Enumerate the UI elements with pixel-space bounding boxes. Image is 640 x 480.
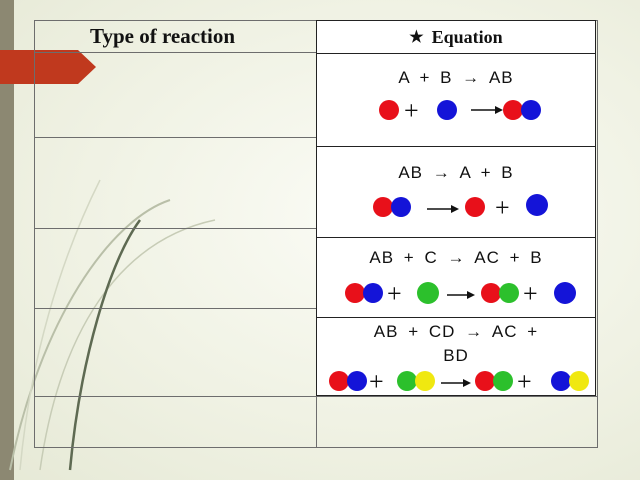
plus-sign: +	[495, 193, 510, 222]
molecule-diagram: +	[379, 96, 541, 125]
equation-text: AB → A + B	[398, 163, 514, 182]
equation-header: ★ Equation	[317, 21, 595, 54]
plus-sign: +	[404, 96, 419, 125]
arrow-tab-icon	[0, 50, 96, 84]
red-atom	[475, 371, 495, 391]
red-atom	[481, 283, 501, 303]
equation-row-4: AB + CD → AC + BD + +	[317, 317, 595, 395]
equation-text: A + B → AB	[398, 68, 514, 87]
green-atom	[499, 283, 519, 303]
table-line	[34, 308, 316, 309]
equation-text-line-2: BD	[443, 346, 469, 365]
green-atom	[493, 371, 513, 391]
reaction-arrowhead	[467, 291, 475, 299]
yellow-atom	[415, 371, 435, 391]
plus-sign: +	[369, 367, 384, 395]
equation-header-label: Equation	[431, 26, 503, 47]
equation-text: AB + C → AC + B	[369, 248, 543, 267]
equation-row-1: A + B → AB +	[317, 53, 595, 147]
red-atom	[345, 283, 365, 303]
equation-row-3: AB + C → AC + B + +	[317, 237, 595, 318]
blue-atom	[437, 100, 457, 120]
red-atom	[379, 100, 399, 120]
blue-atom	[551, 371, 571, 391]
blue-atom	[554, 282, 576, 304]
blue-atom	[391, 197, 411, 217]
blue-atom	[526, 194, 548, 216]
molecule-diagram: +	[373, 193, 548, 222]
blue-atom	[363, 283, 383, 303]
table-line	[34, 228, 316, 229]
table-line	[34, 52, 316, 53]
blue-atom	[521, 100, 541, 120]
red-atom	[503, 100, 523, 120]
blue-atom	[347, 371, 367, 391]
molecule-diagram: + +	[345, 279, 576, 308]
star-icon: ★	[409, 29, 424, 46]
equation-text-line-1: AB + CD → AC +	[373, 322, 539, 341]
equation-row-2: AB → A + B +	[317, 146, 595, 238]
table-line	[34, 137, 316, 138]
plus-sign: +	[387, 279, 402, 308]
reaction-arrowhead	[463, 379, 471, 387]
reaction-arrowhead	[495, 106, 503, 114]
molecule-diagram: + +	[329, 367, 589, 395]
red-atom	[373, 197, 393, 217]
yellow-atom	[569, 371, 589, 391]
table-line	[316, 396, 317, 448]
red-atom	[465, 197, 485, 217]
plus-sign: +	[517, 367, 532, 395]
equation-column: ★ Equation A + B → AB + AB → A + B +	[316, 20, 596, 396]
green-atom	[417, 282, 439, 304]
reaction-arrowhead	[451, 205, 459, 213]
red-atom	[329, 371, 349, 391]
type-of-reaction-header: Type of reaction	[90, 24, 236, 48]
green-atom	[397, 371, 417, 391]
plus-sign: +	[523, 279, 538, 308]
